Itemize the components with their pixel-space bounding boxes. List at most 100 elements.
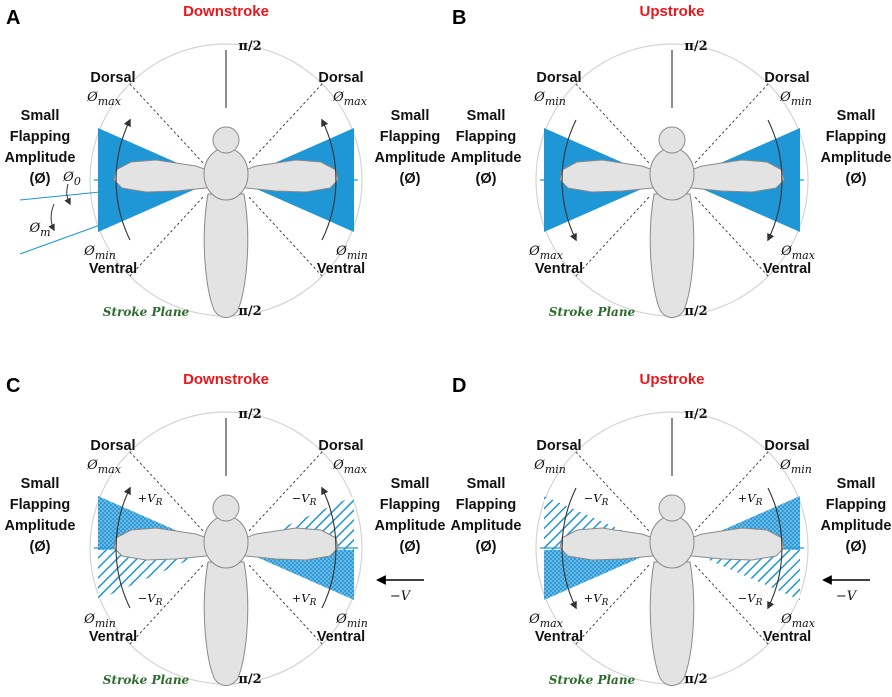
left-dorsal-label: Dorsal [90,70,135,86]
stroke-phase-title: Upstroke [639,3,704,20]
stroke-phase-title: Upstroke [639,371,704,388]
left-stroke-arrow [115,486,131,609]
left-amplitude-label: Amplitude [5,518,76,534]
dashed-diagonal [575,563,651,645]
right-amplitude-label: Amplitude [375,150,446,166]
right-amplitude-label: Flapping [826,497,886,513]
right-dorsal-label: Dorsal [764,70,809,86]
left-amplitude-label: Flapping [10,497,70,513]
right-amplitude-label: Flapping [380,129,440,145]
left-amplitude-label: Small [21,108,60,124]
phi-zero-label: Ø0 [62,170,81,188]
right-dorsal-phi-label: Ømax [332,458,368,476]
right-ventral-label: Ventral [763,261,811,277]
left-dorsal-phi-label: Ømax [86,90,122,108]
thorax [203,147,249,201]
dragonfly-body [559,126,785,318]
left-upper-vr-label: +VR [138,491,163,508]
panel-letter: B [452,7,466,29]
left-stroke-arrow [115,118,131,241]
panel-letter: A [6,7,20,29]
dashed-diagonal [693,451,769,533]
left-amplitude-label: Flapping [456,497,516,513]
right-lower-vr-label: −VR [738,591,763,608]
left-dorsal-phi-label: Ømax [86,458,122,476]
right-amplitude-label: Small [391,108,430,124]
left-stroke-arrow [561,119,577,242]
thorax [203,515,249,569]
left-ventral-phi-label: Ømax [528,244,564,262]
right-wing [233,159,339,193]
stroke-phase-title: Downstroke [183,371,269,388]
right-ventral-phi-label: Ømin [335,612,368,630]
right-ventral-label: Ventral [317,629,365,645]
right-lower-vr-label: +VR [292,591,317,608]
left-dorsal-label: Dorsal [536,438,581,454]
dashed-diagonal [247,83,323,165]
right-amplitude-label: Flapping [380,497,440,513]
right-lower-sweep [236,548,354,600]
dragonfly-body [113,126,339,318]
dashed-diagonal [129,451,205,533]
stroke-plane-label: Stroke Plane [549,673,636,687]
left-wing [113,159,219,193]
right-wing [679,527,785,561]
left-amplitude-label: Small [467,476,506,492]
dashed-diagonal [247,195,323,277]
right-amplitude-label: (Ø) [846,171,867,187]
dragonfly-body [559,494,785,686]
dashed-diagonal [693,195,769,277]
right-ventral-phi-label: Ømin [335,244,368,262]
dashed-diagonal [129,195,205,277]
left-amplitude-label: Amplitude [5,150,76,166]
left-amplitude-label: (Ø) [476,171,497,187]
left-dorsal-label: Dorsal [536,70,581,86]
velocity-label: −V [390,589,412,604]
left-wing [559,527,665,561]
left-ventral-phi-label: Ømin [83,244,116,262]
left-ventral-label: Ventral [535,261,583,277]
velocity-label: −V [836,589,858,604]
stroke-plane-label: Stroke Plane [103,305,190,319]
left-dorsal-phi-label: Ømin [533,458,566,476]
right-stroke-arrow [321,118,337,241]
right-dorsal-phi-label: Ømin [779,90,812,108]
dashed-diagonal [129,563,205,645]
head [212,126,240,154]
phi-m-line [19,224,101,255]
right-upper-vr-label: −VR [292,491,317,508]
left-lower-sweep [98,548,216,600]
left-lower-vr-label: +VR [584,591,609,608]
right-amplitude-label: Amplitude [375,518,446,534]
stroke-plane-label: Stroke Plane [549,305,636,319]
left-ventral-phi-label: Ømin [83,612,116,630]
left-amplitude-label: Flapping [456,129,516,145]
left-amplitude-label: (Ø) [30,539,51,555]
right-stroke-arrow [767,487,783,610]
right-dorsal-phi-label: Ømax [332,90,368,108]
right-amplitude-label: (Ø) [846,539,867,555]
left-ventral-label: Ventral [89,629,137,645]
left-lower-vr-label: −VR [138,591,163,608]
left-stroke-arrow [561,487,577,610]
dashed-diagonal [247,563,323,645]
left-ventral-phi-label: Ømax [528,612,564,630]
right-amplitude-label: Amplitude [821,150,892,166]
right-dorsal-label: Dorsal [318,70,363,86]
dashed-diagonal [129,83,205,165]
right-amplitude-label: Small [837,108,876,124]
left-dorsal-phi-label: Ømin [533,90,566,108]
left-lower-sweep [544,548,662,600]
right-amplitude-label: (Ø) [400,171,421,187]
pi-half-top-label: π/2 [684,407,707,422]
panel-letter: D [452,375,466,397]
right-amplitude-label: Amplitude [821,518,892,534]
dashed-diagonal [575,83,651,165]
left-wing [559,159,665,193]
abdomen [203,561,249,686]
right-upper-vr-label: +VR [738,491,763,508]
